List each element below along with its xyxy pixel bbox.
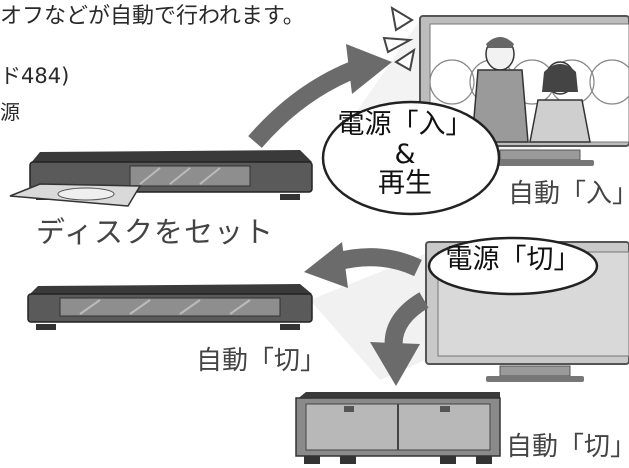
intro-text-line1: オフなどが自動で行われます。 — [0, 4, 305, 29]
bubble-power-off — [427, 236, 599, 296]
arrow-to-tv-head — [346, 44, 392, 94]
bubble-power-off-text: 電源「切」 — [445, 244, 581, 275]
intro-text-line3: 源 — [0, 100, 20, 124]
arrow-to-tv — [248, 59, 362, 148]
tv-picture-figures — [471, 37, 591, 143]
label-rack-auto-off: 自動「切」 — [506, 432, 629, 462]
bubble-power-on-line2: & — [394, 138, 416, 170]
bubble-power-on-text: 電源「入」 & 再生 — [330, 110, 480, 199]
bubble-power-on — [321, 100, 501, 216]
label-insert-disc: ディスクをセット — [36, 215, 274, 249]
tv-rack — [295, 392, 501, 464]
recorder-off — [27, 284, 313, 330]
flash-marks — [382, 6, 416, 72]
label-recorder-auto-off: 自動「切」 — [196, 346, 327, 376]
arrow-to-recorder — [333, 248, 422, 277]
arrow-to-recorder-head — [304, 242, 348, 288]
bubble-power-on-line3: 再生 — [378, 168, 432, 200]
bubble-power-on-line1: 電源「入」 — [337, 109, 473, 140]
arrow-to-rack-head — [370, 342, 420, 386]
label-tv-auto-on: 自動「入」 — [508, 179, 629, 209]
recorder-with-disc — [9, 150, 313, 207]
intro-text-line2: ド484) — [0, 64, 70, 88]
